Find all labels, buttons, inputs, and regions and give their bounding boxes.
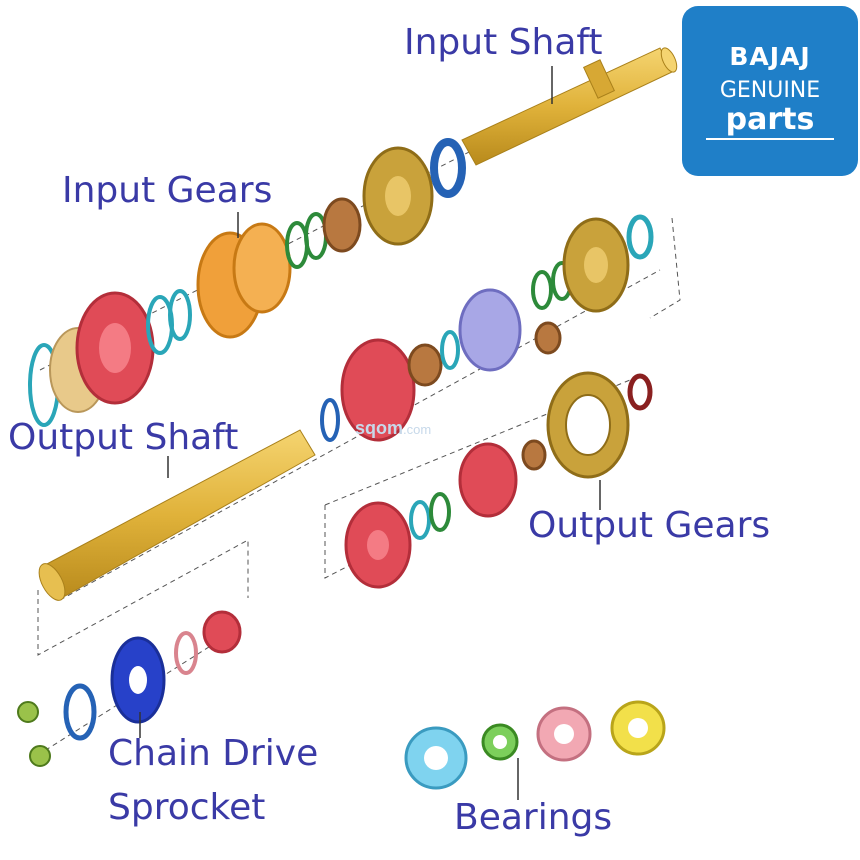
label-chain-drive: Chain Drive bbox=[108, 733, 319, 774]
label-sprocket: Sprocket bbox=[108, 787, 266, 828]
logo-line2: parts bbox=[725, 102, 815, 137]
logo-brand: BAJAJ bbox=[729, 42, 811, 71]
bearings-set bbox=[404, 700, 666, 790]
sprocket-assembly bbox=[17, 610, 242, 767]
watermark-suffix: .com bbox=[403, 422, 432, 437]
input-gears bbox=[28, 138, 466, 427]
label-input-shaft: Input Shaft bbox=[404, 22, 603, 63]
logo-underline bbox=[706, 138, 834, 140]
output-gears-upper bbox=[320, 214, 654, 442]
label-output-gears: Output Gears bbox=[528, 505, 771, 546]
output-shaft bbox=[38, 429, 316, 601]
watermark: sqom.com bbox=[355, 418, 431, 439]
label-output-shaft: Output Shaft bbox=[8, 417, 239, 458]
bajaj-genuine-parts-logo: BAJAJ GENUINE parts bbox=[682, 6, 858, 176]
label-bearings: Bearings bbox=[454, 797, 613, 838]
output-gears-lower bbox=[344, 371, 653, 589]
label-input-gears: Input Gears bbox=[62, 170, 273, 211]
logo-line1: GENUINE bbox=[719, 78, 821, 103]
leader-lines bbox=[139, 66, 601, 800]
watermark-main: sqom bbox=[355, 418, 404, 438]
input-shaft bbox=[461, 47, 678, 166]
